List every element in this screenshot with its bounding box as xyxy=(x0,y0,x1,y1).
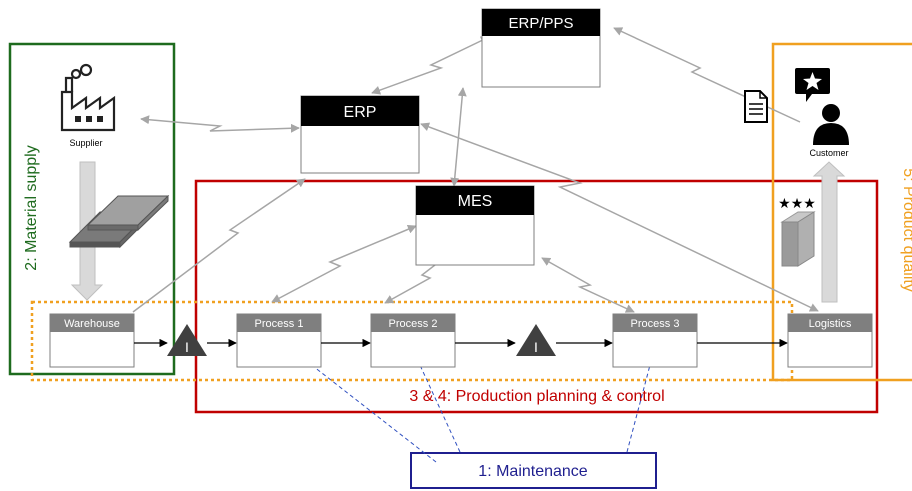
erp-header xyxy=(301,96,419,126)
station-process-2: Process 2 xyxy=(370,313,456,368)
rating-stars: ★★★ xyxy=(778,195,816,211)
erp-title: ERP xyxy=(344,104,377,121)
station-warehouse: Warehouse xyxy=(49,313,135,368)
erp-pps-title: ERP/PPS xyxy=(508,15,573,32)
erp-system: ERP xyxy=(300,95,420,174)
mes-system: MES xyxy=(415,185,535,266)
maintenance-label: 1: Maintenance xyxy=(478,463,588,480)
inventory-2-label: I xyxy=(534,339,538,355)
erp-pps-system: ERP/PPS xyxy=(481,8,601,88)
process-2-label: Process 2 xyxy=(389,318,438,330)
mes-header xyxy=(416,186,534,215)
station-process-3: Process 3 xyxy=(612,313,698,368)
supplier-label: Supplier xyxy=(69,138,102,148)
product-box-icon xyxy=(780,211,816,267)
system-links xyxy=(132,27,819,313)
station-logistics: Logistics xyxy=(787,313,873,368)
material-supply-label: 2: Material supply xyxy=(23,145,40,270)
inventory-triangle-2: I xyxy=(516,324,556,356)
production-region xyxy=(194,179,879,414)
process-1-label: Process 1 xyxy=(255,318,304,330)
warehouse-label: Warehouse xyxy=(64,318,120,330)
inventory-triangle-1: I xyxy=(167,324,207,356)
erp-pps-header xyxy=(482,9,600,36)
metal-sheets-icon xyxy=(68,194,170,249)
factory-icon xyxy=(60,63,116,132)
inventory-1-label: I xyxy=(185,339,189,355)
maintenance-box xyxy=(410,452,657,489)
quality-flow-arrow xyxy=(812,161,846,303)
process-3-label: Process 3 xyxy=(631,318,680,330)
document-icon xyxy=(744,90,768,123)
mes-title: MES xyxy=(458,193,493,210)
logistics-label: Logistics xyxy=(809,318,852,330)
customer-label: Customer xyxy=(809,148,848,158)
material-supply-region xyxy=(8,42,176,376)
customer-icon xyxy=(795,68,849,145)
station-process-1: Process 1 xyxy=(236,313,322,368)
product-quality-label: 5: Product quality xyxy=(900,168,912,292)
production-planning-label: 3 & 4: Production planning & control xyxy=(409,388,664,405)
